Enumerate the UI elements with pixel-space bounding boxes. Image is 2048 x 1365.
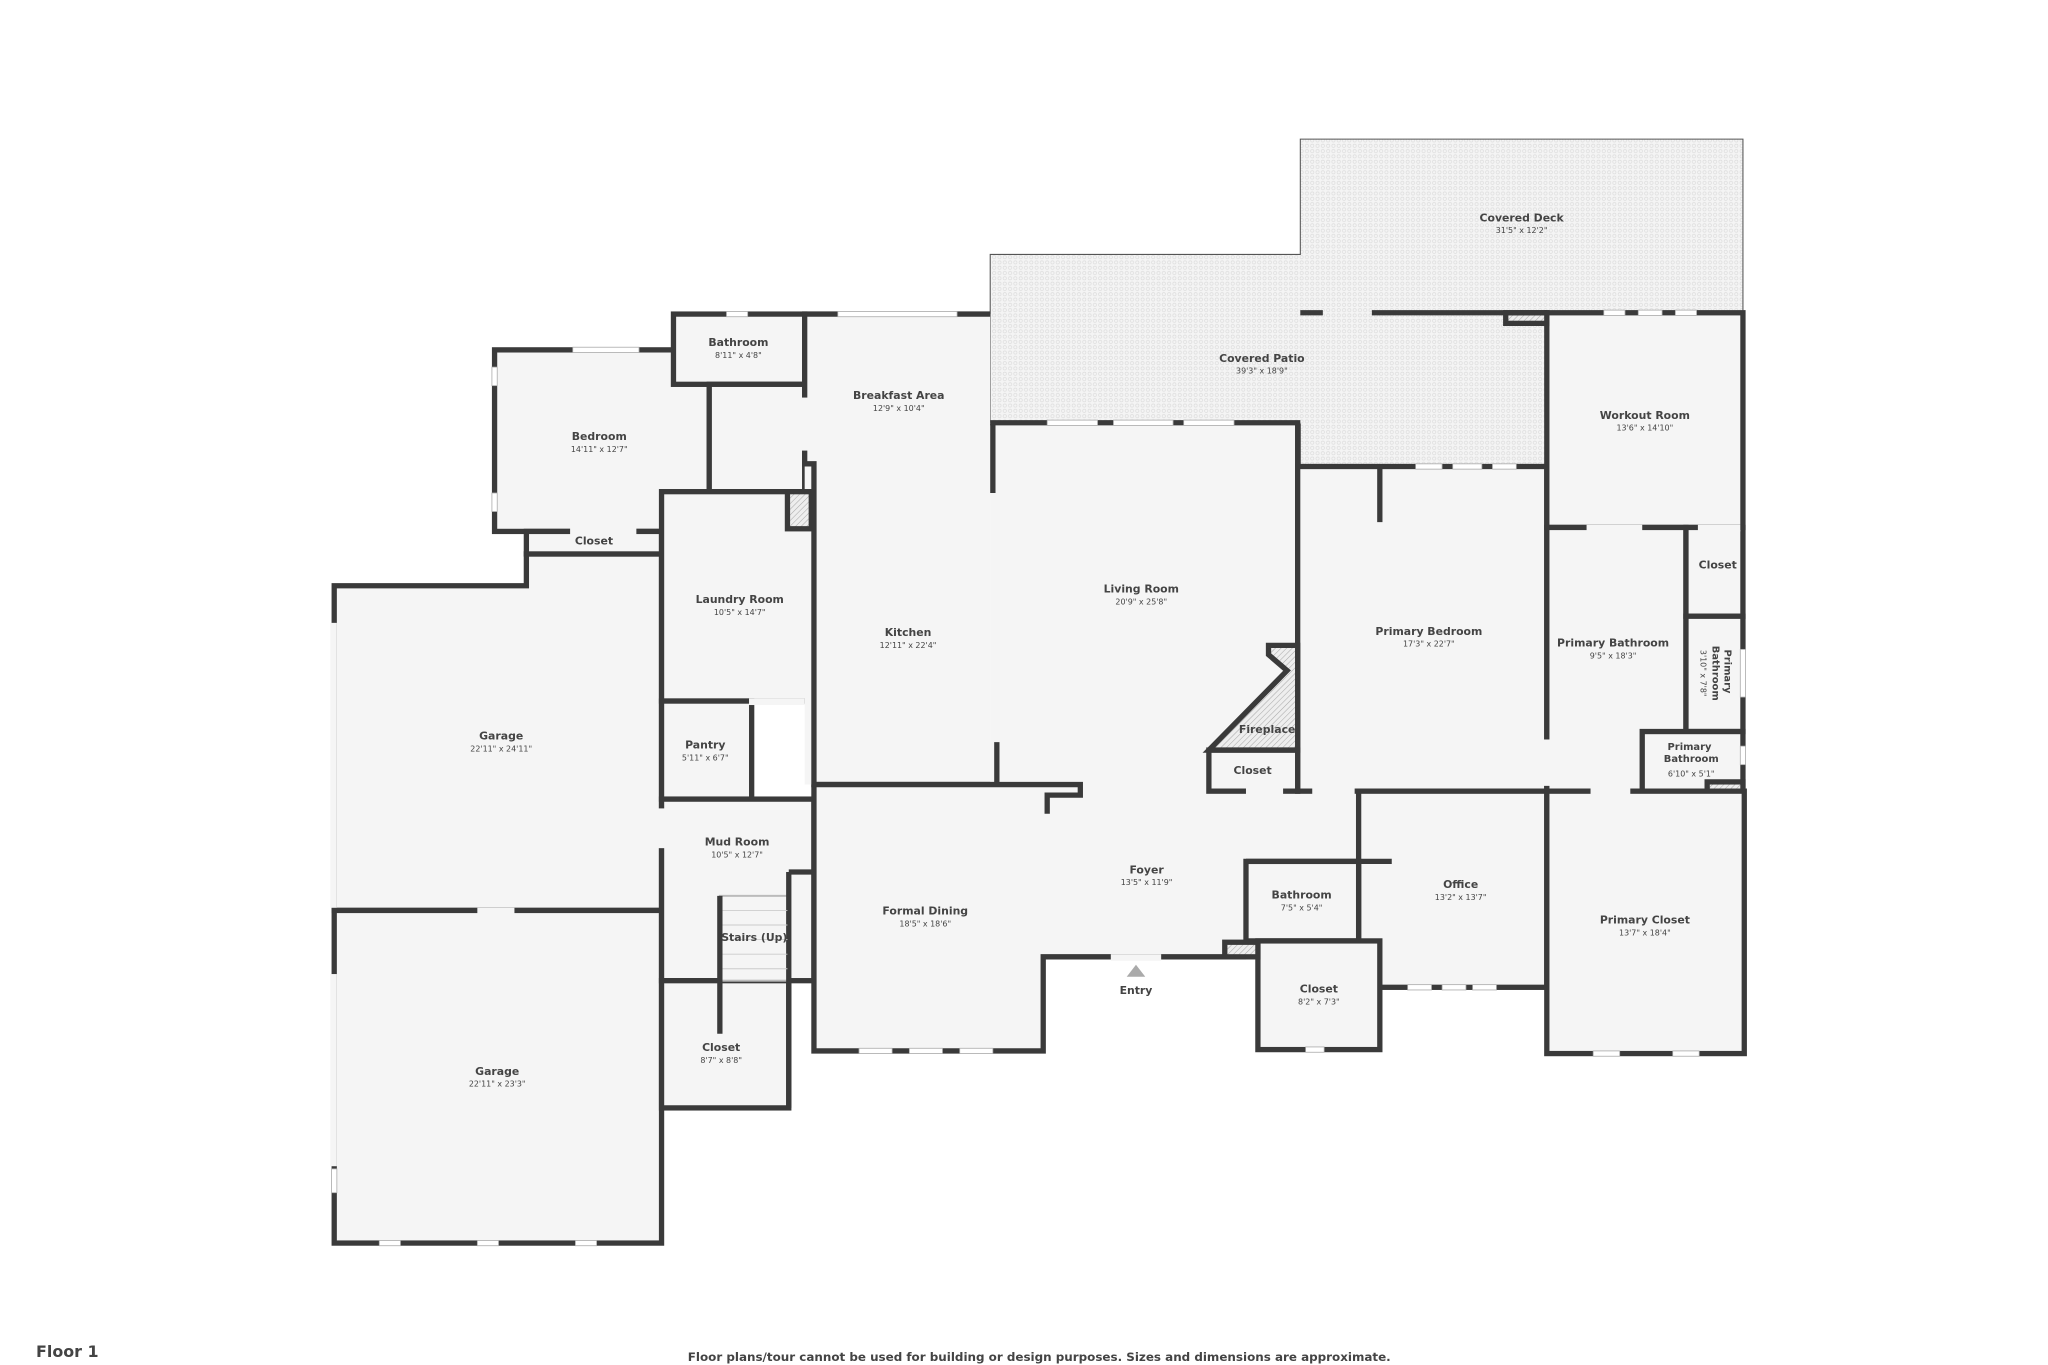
room-name: Kitchen <box>885 626 932 639</box>
room-name: Bathroom <box>708 336 768 349</box>
room-dims: 14'11" x 12'7" <box>571 445 628 454</box>
room-dims: 22'11" x 24'11" <box>470 744 532 753</box>
room-name: Bedroom <box>572 430 627 443</box>
disclaimer: Floor plans/tour cannot be used for buil… <box>688 1350 1391 1364</box>
room-name: Laundry Room <box>696 593 784 606</box>
hall-shape <box>706 381 808 495</box>
pantry-shape <box>658 698 755 802</box>
room-dims: 22'11" x 23'3" <box>469 1080 526 1089</box>
room-name: Primary Bathroom <box>1557 637 1669 650</box>
room-name: Office <box>1443 878 1478 891</box>
room-dims: 13'5" x 11'9" <box>1121 878 1173 887</box>
stairs-treads <box>722 909 788 970</box>
room-dims: 13'6" x 14'10" <box>1616 424 1673 433</box>
room-name: Closet <box>575 535 613 548</box>
room-name: Primary Bathroom <box>1709 646 1732 701</box>
room-dims: 12'9" x 10'4" <box>873 404 925 413</box>
room-dims: 13'2" x 13'7" <box>1435 893 1487 902</box>
room-name-line-2: Bathroom <box>1709 646 1720 701</box>
room-name: Bathroom <box>1272 889 1332 902</box>
primary-closet-shape <box>1544 788 1747 1057</box>
room-dims: 20'9" x 25'8" <box>1115 597 1167 606</box>
closet-mid-shape <box>1255 938 1383 1053</box>
room-name: Fireplace <box>1239 723 1296 736</box>
room-dims: 18'5" x 18'6" <box>899 919 951 928</box>
formal-dining-foyer-shape <box>813 784 1392 1051</box>
room-name: Garage <box>479 729 523 742</box>
room-name-line-2: Bathroom <box>1664 754 1719 765</box>
bathroom-mid-shape <box>1243 858 1362 944</box>
room-dims: 6'10" x 5'1" <box>1668 770 1715 779</box>
room-name: Formal Dining <box>882 904 968 917</box>
room-name: Covered Deck <box>1480 211 1565 224</box>
primary-bathroom-shape <box>1544 524 1689 794</box>
openings <box>330 309 1746 1247</box>
room-name: Closet <box>1699 559 1737 572</box>
room-name: Workout Room <box>1600 409 1690 422</box>
chimney-hatch <box>784 489 814 532</box>
room-dims: 17'3" x 22'7" <box>1403 640 1455 649</box>
kitchen-shape <box>804 314 991 785</box>
entry-label: Entry <box>1120 984 1153 997</box>
entry-arrow-icon <box>1126 964 1146 977</box>
room-dims: 3'10" x 7'8" <box>1699 650 1708 697</box>
room-name: Covered Patio <box>1219 352 1305 365</box>
room-dims: 9'5" x 18'3" <box>1590 652 1637 661</box>
room-dims: 8'11" x 4'8" <box>715 351 762 360</box>
room-name: Primary Bathroom <box>1664 742 1719 765</box>
room-dims: 31'5" x 12'2" <box>1496 226 1548 235</box>
room-name: Primary Bedroom <box>1375 625 1482 638</box>
room-dims: 8'7" x 8'8" <box>700 1056 742 1065</box>
room-name: Pantry <box>685 739 725 752</box>
room-name: Garage <box>475 1065 519 1078</box>
room-dims: 5'11" x 6'7" <box>682 754 729 763</box>
fireplace-shape <box>1202 642 1301 753</box>
shaft-2 <box>1222 939 1261 960</box>
room-dims: 12'11" x 22'4" <box>880 641 937 650</box>
room-dims: 10'5" x 14'7" <box>714 608 766 617</box>
room-dims: 8'2" x 7'3" <box>1298 998 1340 1007</box>
room-dims: 10'5" x 12'7" <box>711 850 763 859</box>
room-name: Closet <box>702 1041 740 1054</box>
room-name: Living Room <box>1104 582 1179 595</box>
room-name: Primary Closet <box>1600 914 1690 927</box>
room-dims: 7'5" x 5'4" <box>1281 903 1323 912</box>
bathroom-top-shape <box>670 311 808 387</box>
room-name: Closet <box>1300 983 1338 996</box>
room-name: Closet <box>1234 764 1272 777</box>
room-name: Mud Room <box>705 836 770 849</box>
room-name: Breakfast Area <box>853 389 944 402</box>
floor-label: Floor 1 <box>36 1342 99 1361</box>
room-shapes <box>331 310 1747 1246</box>
closet-right-shape <box>1683 524 1746 619</box>
room-dims: 13'7" x 18'4" <box>1619 929 1671 938</box>
room-name: Foyer <box>1129 863 1164 876</box>
room-dims: 39'3" x 18'9" <box>1236 367 1288 376</box>
room-name: Stairs (Up) <box>721 931 787 944</box>
room-labels: Covered Deck 31'5" x 12'2" Covered Patio… <box>469 211 1737 1088</box>
primary-bedroom-shape <box>1295 463 1550 794</box>
garage-2-shape <box>331 907 665 1246</box>
